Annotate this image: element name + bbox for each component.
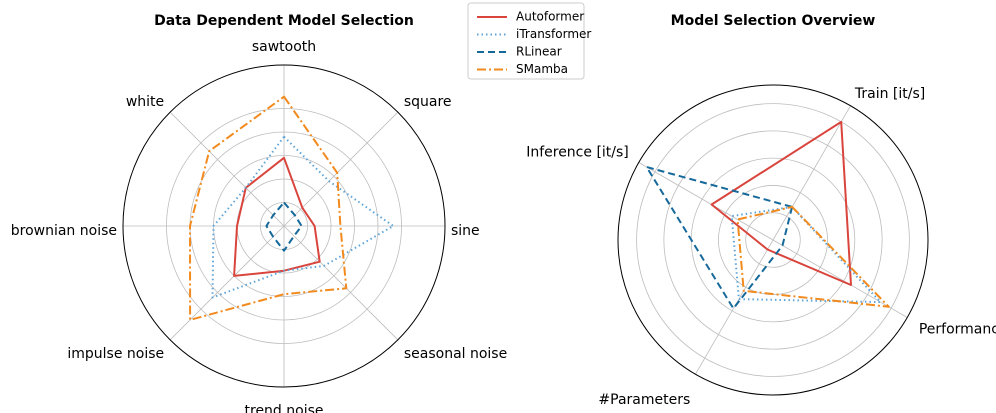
grid-ring xyxy=(636,103,910,377)
legend-label-autoformer: Autoformer xyxy=(516,10,584,24)
series-smamba xyxy=(189,95,348,321)
legend-label-smamba: SMamba xyxy=(516,62,568,76)
axis-label-trend-noise: trend noise xyxy=(245,403,324,413)
series-itransformer xyxy=(211,135,395,299)
axis-label-white: white xyxy=(126,94,164,110)
axis-label-square: square xyxy=(404,94,452,110)
grid-spoke xyxy=(169,111,285,227)
grid-spoke xyxy=(772,105,851,241)
axis-label-train-it-s: Train [it/s] xyxy=(854,86,925,102)
axis-label-sawtooth: sawtooth xyxy=(252,39,316,55)
axis-label-inference-it-s: Inference [it/s] xyxy=(526,145,629,161)
radar-chart-data-dependent: Data Dependent Model Selection sawtooth sq… xyxy=(11,13,507,413)
grid-spoke xyxy=(283,225,399,341)
grid-ring xyxy=(663,130,883,350)
series-smamba xyxy=(736,205,890,308)
polar-frame xyxy=(122,64,446,388)
chart-title: Data Dependent Model Selection xyxy=(154,13,414,29)
series-rlinear xyxy=(265,201,303,252)
axis-label-seasonal-noise: seasonal noise xyxy=(404,346,507,362)
grid-spoke xyxy=(772,239,908,318)
axis-label-sine: sine xyxy=(451,223,480,239)
chart-title: Model Selection Overview xyxy=(671,13,876,29)
series-autoformer xyxy=(233,156,321,277)
grid-spoke xyxy=(638,162,774,241)
legend-frame xyxy=(467,2,585,80)
axis-label-parameters: #Parameters xyxy=(598,392,690,408)
axis-label-brownian-noise: brownian noise xyxy=(11,223,117,239)
legend-label-rlinear: RLinear xyxy=(516,45,562,59)
grid-spoke xyxy=(283,111,399,227)
grid-spoke xyxy=(695,239,774,375)
series-itransformer xyxy=(730,205,882,304)
axis-label-performance: Performance xyxy=(919,322,996,338)
series-rlinear xyxy=(645,166,794,310)
legend-label-itransformer: iTransformer xyxy=(516,27,591,41)
axis-label-impulse-noise: impulse noise xyxy=(67,346,164,362)
polar-frame xyxy=(617,84,929,396)
series-autoformer xyxy=(710,120,852,286)
grid-ring xyxy=(745,212,801,268)
grid-spoke xyxy=(169,225,285,341)
